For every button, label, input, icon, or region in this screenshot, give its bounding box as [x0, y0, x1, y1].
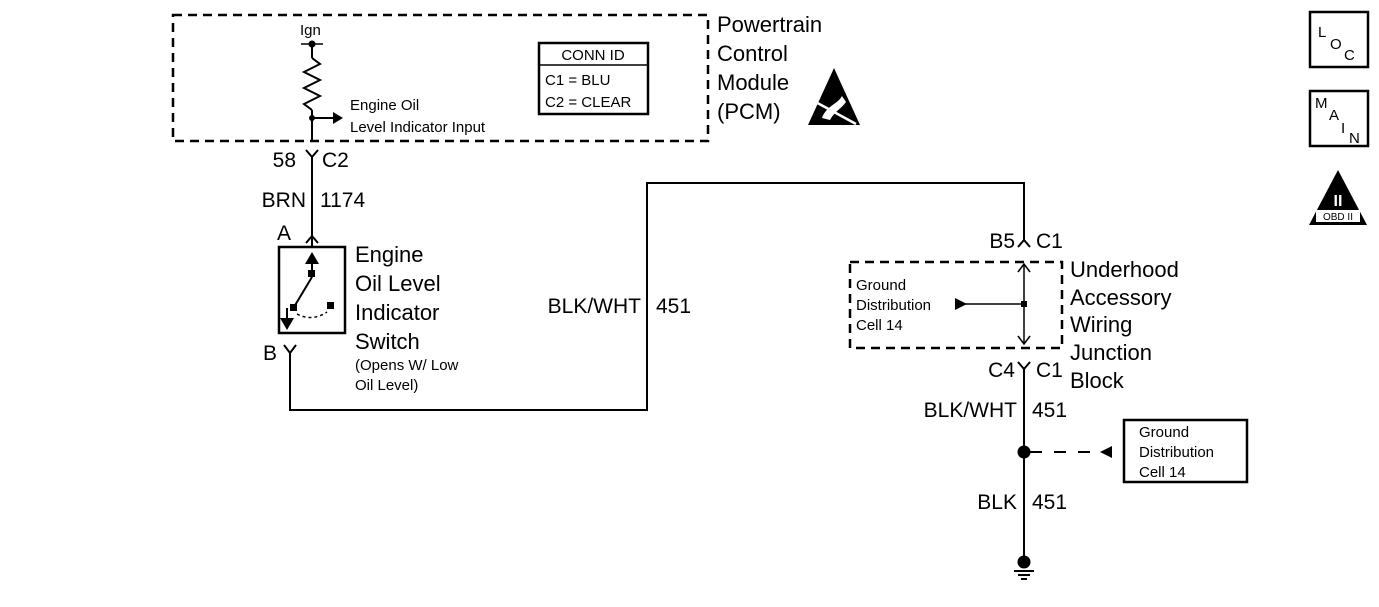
pcm-title-2: Control [717, 41, 788, 66]
jb-ground-arrow-icon [955, 298, 967, 310]
ground-ref-3: Cell 14 [1139, 464, 1186, 481]
conn-id-header: CONN ID [561, 47, 625, 64]
jb-bottom-pin: C4 [988, 359, 1015, 382]
jb-top-connector-icon [1017, 238, 1031, 248]
switch-terminal-b: B [263, 342, 277, 365]
jb-title-4: Junction [1070, 340, 1152, 365]
switch-top-arrow-icon [305, 252, 319, 264]
pcm-title-3: Module [717, 70, 789, 95]
ign-label: Ign [300, 22, 321, 39]
conn-id-row-1: C1 = BLU [545, 72, 610, 89]
ground-terminal-node [1017, 555, 1031, 569]
switch-contact-top [308, 270, 315, 277]
jb-title-5: Block [1070, 368, 1125, 393]
obd-ii-icon[interactable]: II OBD II [1309, 170, 1367, 225]
jb-title-1: Underhood [1070, 257, 1179, 282]
ground-ref-2: Distribution [1139, 444, 1214, 461]
loc-icon[interactable]: L O C [1308, 10, 1370, 69]
svg-text:II: II [1334, 193, 1343, 210]
ground-ref-1: Ground [1139, 424, 1189, 441]
jb-inner-label-2: Distribution [856, 297, 931, 314]
pcm-title-4: (PCM) [717, 99, 781, 124]
switch-bottom-arrow-icon [280, 318, 294, 330]
input-arrow-icon [333, 112, 343, 124]
input-label-1: Engine Oil [350, 97, 419, 114]
jb-bottom-connector: C1 [1036, 359, 1063, 382]
switch-title-3: Indicator [355, 300, 439, 325]
jb-top-pin: B5 [989, 230, 1015, 253]
jb-bottom-connector-icon [1017, 361, 1031, 371]
svg-text:A: A [1329, 107, 1339, 124]
main-icon[interactable]: M A I N [1308, 89, 1370, 148]
ground-icon [1014, 570, 1034, 580]
switch-title-1: Engine [355, 242, 424, 267]
wire-451-left-circuit: 451 [656, 295, 691, 318]
svg-text:O: O [1330, 36, 1342, 53]
jb-inner-label-1: Ground [856, 277, 906, 294]
svg-text:OBD II: OBD II [1323, 212, 1353, 223]
conn-id-box [537, 41, 650, 116]
switch-note-2: Oil Level) [355, 377, 418, 394]
switch-float-arc [296, 311, 328, 319]
svg-text:N: N [1349, 130, 1360, 147]
switch-terminal-a: A [277, 222, 291, 245]
wire-451-ground-color: BLK [977, 491, 1017, 514]
jb-inner-label-3: Cell 14 [856, 317, 903, 334]
svg-text:M: M [1315, 95, 1328, 112]
jb-inner-bottom-arrow-icon [1017, 335, 1031, 346]
switch-float-contact [327, 302, 334, 309]
input-label-2: Level Indicator Input [350, 119, 486, 136]
ground-splice-node [1017, 445, 1031, 459]
jb-title-3: Wiring [1070, 312, 1132, 337]
wire-1174-color: BRN [262, 189, 306, 212]
switch-blade [293, 276, 313, 308]
conn-id-row-2: C2 = CLEAR [545, 94, 631, 111]
svg-text:C: C [1344, 47, 1355, 64]
pcm-connector-icon [305, 149, 319, 159]
pullup-resistor [301, 57, 323, 111]
switch-note-1: (Opens W/ Low [355, 357, 459, 374]
wire-1174-circuit: 1174 [320, 189, 365, 212]
wire-451-loop [289, 182, 1025, 411]
wire-451-left-color: BLK/WHT [548, 295, 642, 318]
jb-top-connector: C1 [1036, 230, 1063, 253]
wire-451-lower-color: BLK/WHT [924, 399, 1018, 422]
jb-title-2: Accessory [1070, 285, 1171, 310]
esd-warning-icon [808, 68, 860, 126]
wire-451-lower-circuit: 451 [1032, 399, 1067, 422]
svg-text:L: L [1318, 24, 1326, 41]
wire-451-ground-circuit: 451 [1032, 491, 1067, 514]
switch-contact-pivot [290, 304, 297, 311]
pcm-connector: C2 [322, 149, 349, 172]
ground-ref-box [1122, 418, 1249, 484]
svg-text:I: I [1341, 120, 1345, 137]
switch-title-2: Oil Level [355, 271, 441, 296]
switch-title-4: Switch [355, 329, 420, 354]
ground-ref-arrow-icon [1100, 446, 1112, 458]
pcm-pin: 58 [273, 149, 296, 172]
junction-block-box [848, 260, 1064, 350]
switch-terminal-b-icon [283, 344, 297, 355]
pcm-title-1: Powertrain [717, 12, 822, 37]
